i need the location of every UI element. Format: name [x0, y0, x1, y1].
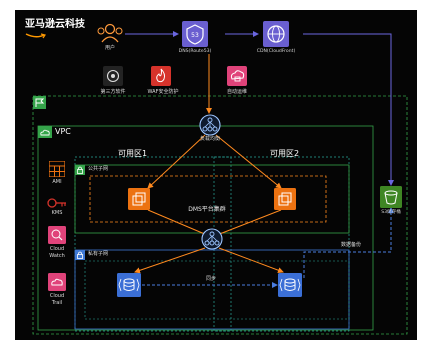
load-balancer-icon — [199, 114, 221, 136]
cloudtrail-label-line2: Trail — [51, 300, 63, 306]
public-subnet-border — [74, 164, 350, 234]
dns-label: DNS(Route53) — [178, 49, 212, 54]
waf-icon — [151, 66, 171, 86]
users-icon — [97, 23, 123, 43]
vpc-label: VPC — [55, 127, 71, 136]
auto-ops-label: 自动运维 — [226, 89, 248, 95]
load-balancer-label: 负载均衡 — [199, 136, 221, 142]
cdn-label: CDN(CloudFront) — [256, 49, 296, 54]
waf-label: WAF安全防护 — [147, 89, 179, 95]
cloudtrail-label-line1: Cloud — [49, 293, 65, 299]
kms-label: KMS — [51, 210, 63, 216]
brand-smile-icon — [25, 33, 46, 39]
rds-database-icon — [117, 273, 141, 297]
route53-icon: 53 — [182, 21, 208, 47]
private-subnet-lock-icon — [75, 250, 85, 260]
cloudwatch-label-line1: Cloud — [49, 246, 65, 252]
cloudwatch-icon — [48, 226, 66, 244]
ami-label: AMI — [52, 179, 62, 185]
internal-load-balancer-icon — [201, 228, 223, 250]
az1-border — [74, 156, 232, 332]
cluster-border — [89, 175, 327, 223]
ec2-instance-icon — [128, 188, 150, 210]
s3-label: S3储存桶 — [381, 210, 401, 215]
ec2-instance-icon — [274, 188, 296, 210]
az2-border — [213, 156, 350, 332]
cloudwatch-label-line2: Watch — [49, 253, 65, 259]
region-border — [32, 95, 408, 335]
region-flag-icon — [33, 96, 46, 109]
s3-bucket-icon — [380, 186, 402, 208]
user-label: 用户 — [104, 45, 116, 51]
third-party-label: 第三方软件 — [100, 89, 126, 95]
sync-label: 同步 — [205, 276, 217, 282]
az2-label: 可用区2 — [270, 149, 300, 158]
third-party-software-icon — [103, 66, 123, 86]
public-subnet-label: 公共子网 — [88, 166, 109, 172]
vpc-cloud-icon — [38, 126, 52, 138]
db-area-border — [84, 260, 350, 320]
architecture-diagram: 亚马逊云科技 用户 53 DNS(Route53) CDN(CloudFront… — [15, 10, 417, 340]
private-subnet-label: 私有子网 — [88, 251, 109, 257]
az1-label: 可用区1 — [118, 149, 148, 158]
brand-title: 亚马逊云科技 — [25, 19, 85, 30]
cluster-label: DMS平台集群 — [188, 206, 226, 213]
ami-icon — [49, 161, 65, 177]
cloudfront-icon — [263, 21, 289, 47]
public-subnet-lock-icon — [75, 165, 85, 175]
kms-key-icon — [47, 198, 66, 208]
backup-label: 数据备份 — [341, 242, 362, 248]
auto-ops-icon — [227, 66, 247, 86]
diagram-graphics — [32, 31, 408, 335]
cloudtrail-icon — [48, 273, 66, 291]
rds-database-icon — [278, 273, 302, 297]
svg-text:53: 53 — [191, 32, 199, 39]
